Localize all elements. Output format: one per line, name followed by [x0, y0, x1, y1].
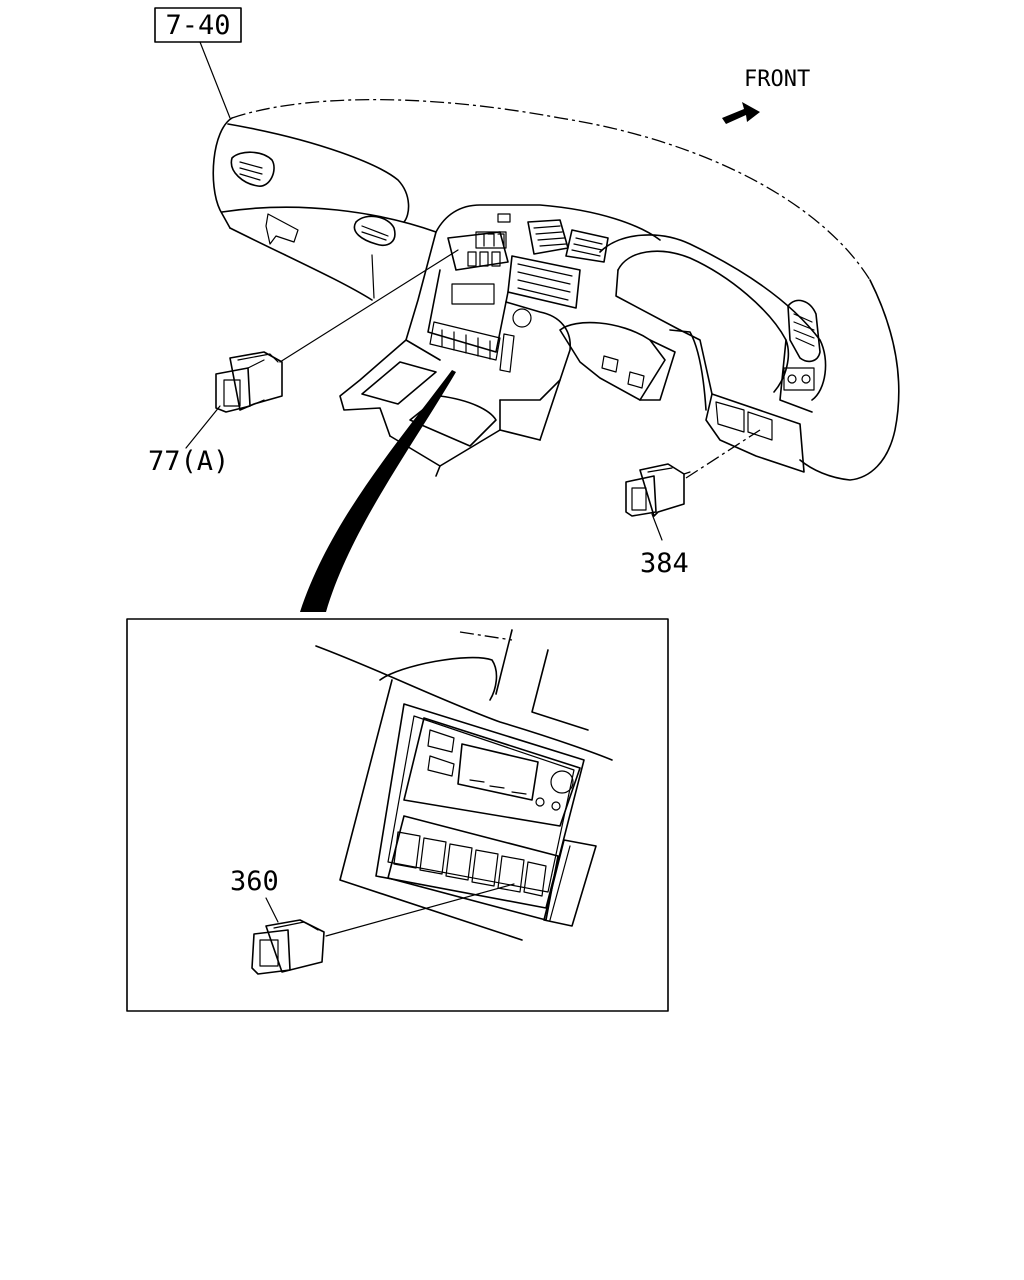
front-indicator: FRONT — [722, 67, 810, 124]
detail-pointer — [300, 370, 456, 612]
front-label: FRONT — [744, 67, 810, 92]
front-arrow-icon — [722, 102, 760, 124]
reference-box: 7-40 — [154, 7, 242, 119]
callout-360: 360 — [230, 866, 279, 897]
callout-384: 384 — [640, 548, 689, 579]
reference-box-label: 7-40 — [165, 10, 230, 41]
leader-line — [279, 249, 459, 363]
dashboard-assembly — [212, 98, 900, 481]
switch-77a: 77(A) — [148, 351, 283, 477]
switch-384: 384 — [625, 429, 761, 579]
callout-77a: 77(A) — [148, 446, 229, 477]
detail-inset: 360 — [126, 618, 669, 1012]
